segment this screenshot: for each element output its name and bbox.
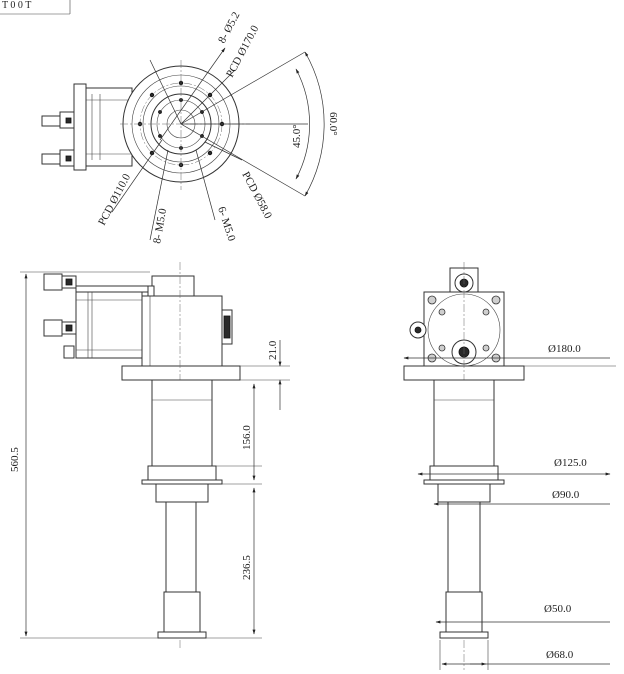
dim-flange-dia: Ø180.0: [548, 343, 581, 355]
dim-shaft-dia: Ø50.0: [544, 603, 572, 615]
label-holes-m5-b: 6- M5.0: [215, 205, 238, 243]
dim-collar-dia: Ø90.0: [552, 489, 580, 501]
dim-flange-thickness: 21.0: [267, 340, 279, 360]
dim-upper-length: 156.0: [241, 425, 253, 450]
top-view: 8- Ø5.2 PCD Ø170.0 45.0° 60.0° PCD Ø58.0…: [41, 10, 339, 245]
dim-upper-dia: Ø125.0: [554, 457, 587, 469]
top-view-motor-housing: [41, 83, 133, 171]
label-angle-45: 45.0°: [291, 124, 303, 148]
dim-foot-dia: Ø68.0: [546, 649, 574, 661]
side-view: 560.5 21.0 156.0 236.5: [9, 262, 290, 650]
label-pcd-58: PCD Ø58.0: [239, 170, 274, 221]
label-holes-m5-a: 8- M5.0: [151, 207, 169, 244]
label-pcd-110: PCD Ø110.0: [96, 172, 133, 228]
front-view: Ø180.0 Ø125.0 Ø90.0 Ø50.0 Ø68.0: [403, 262, 616, 670]
title-fragment-text: T 0 0 T: [2, 0, 31, 11]
dim-overall-height: 560.5: [9, 447, 21, 472]
title-block-fragment: T 0 0 T: [0, 0, 71, 15]
label-holes-top: 8- Ø5.2: [216, 10, 242, 45]
dim-lower-length: 236.5: [241, 555, 253, 580]
label-angle-60: 60.0°: [327, 112, 339, 136]
